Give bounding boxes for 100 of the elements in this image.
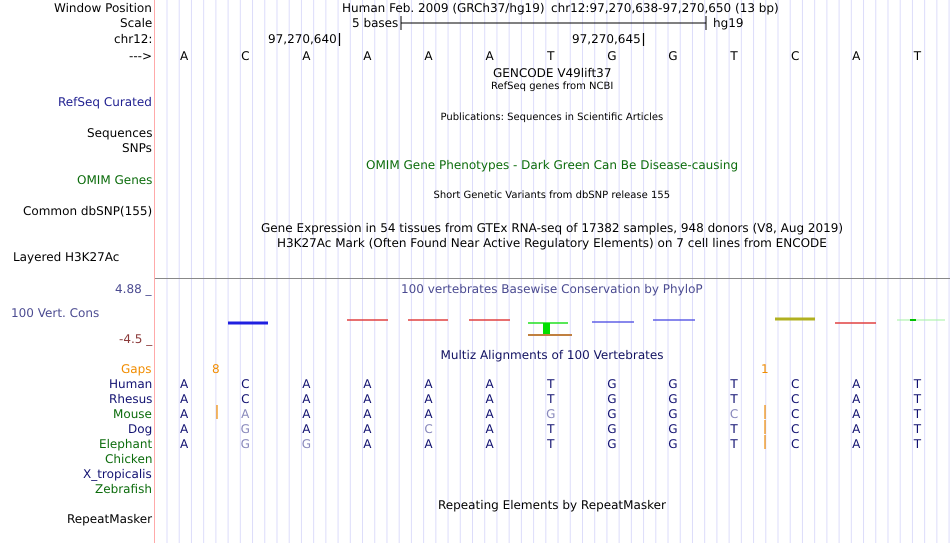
- species-label: Human: [109, 377, 152, 391]
- base-letter: T: [730, 377, 738, 391]
- base-letter: A: [363, 392, 372, 406]
- track-label: Common dbSNP(155): [23, 204, 152, 218]
- base-letter: G: [240, 437, 250, 451]
- base-letter: T: [547, 49, 554, 63]
- species-label: Rhesus: [109, 392, 152, 406]
- track-label: 100 Vert. Cons: [11, 306, 100, 320]
- base-letter: A: [302, 392, 310, 406]
- track-title: OMIM Gene Phenotypes - Dark Green Can Be Disease-causing: [366, 158, 738, 172]
- base-letter: A: [302, 422, 310, 436]
- base-letter: A: [302, 377, 310, 391]
- base-letter: A: [363, 49, 372, 63]
- base-letter: A: [363, 422, 372, 436]
- base-letter: G: [668, 49, 678, 63]
- track-label: Gaps: [121, 362, 152, 376]
- species-label: X_tropicalis: [83, 467, 152, 481]
- base-letter: A: [363, 407, 372, 421]
- base-letter: C: [791, 407, 800, 421]
- base-letter: T: [547, 422, 554, 436]
- base-letter: G: [668, 437, 678, 451]
- base-letter: G: [668, 377, 678, 391]
- track-title: Short Genetic Variants from dbSNP release 155: [434, 189, 670, 203]
- coordinate-label: 97,270,640: [268, 32, 337, 46]
- species-label: Elephant: [99, 437, 152, 451]
- base-letter: G: [240, 422, 250, 436]
- base-letter: C: [730, 407, 738, 421]
- base-letter: A: [363, 377, 372, 391]
- base-letter: A: [486, 377, 494, 391]
- track-title: RefSeq genes from NCBI: [491, 80, 614, 94]
- base-letter: T: [730, 49, 738, 63]
- base-letter: G: [607, 377, 616, 391]
- base-letter: G: [546, 407, 556, 421]
- species-label: Zebrafish: [95, 482, 152, 496]
- track-title: 100 vertebrates Basewise Conservation by PhyloP: [401, 282, 703, 296]
- base-letter: T: [914, 407, 922, 421]
- track-title: Publications: Sequences in Scientific Articles: [440, 111, 664, 125]
- base-letter: A: [424, 49, 433, 63]
- base-letter: T: [547, 392, 554, 406]
- assembly-text: hg19: [713, 16, 744, 30]
- base-letter: A: [180, 377, 188, 391]
- base-letter: A: [486, 437, 494, 451]
- species-label: Mouse: [113, 407, 152, 421]
- base-letter: T: [547, 377, 554, 391]
- row-label: Window Position: [54, 1, 152, 15]
- base-letter: A: [180, 422, 188, 436]
- base-letter: C: [241, 49, 250, 63]
- base-letter: C: [424, 422, 433, 436]
- base-letter: C: [241, 392, 250, 406]
- scale-text: 5 bases: [352, 16, 398, 30]
- base-letter: A: [180, 392, 188, 406]
- gap-count: 1: [761, 362, 769, 376]
- track-title: Multiz Alignments of 100 Vertebrates: [440, 348, 664, 362]
- base-letter: G: [668, 422, 678, 436]
- axis-label: 4.88 _: [115, 282, 152, 296]
- row-label: Scale: [120, 16, 152, 30]
- base-letter: A: [241, 407, 250, 421]
- base-letter: A: [486, 49, 494, 63]
- base-letter: G: [668, 407, 678, 421]
- base-letter: G: [607, 422, 616, 436]
- track-title: Gene Expression in 54 tissues from GTEx RNA-seq of 17382 samples, 948 donors (V8, Aug 2019): [261, 221, 844, 235]
- base-letter: A: [852, 377, 860, 391]
- base-letter: A: [424, 437, 433, 451]
- base-letter: A: [486, 407, 494, 421]
- base-letter: A: [852, 437, 860, 451]
- base-letter: C: [241, 377, 250, 391]
- base-letter: T: [914, 437, 922, 451]
- base-letter: A: [180, 49, 188, 63]
- base-letter: T: [914, 392, 922, 406]
- track-label: Layered H3K27Ac: [13, 250, 120, 264]
- base-letter: G: [607, 437, 616, 451]
- track-label: OMIM Genes: [77, 173, 152, 187]
- track-label: RepeatMasker: [67, 512, 152, 526]
- base-letter: A: [363, 437, 372, 451]
- species-label: Chicken: [105, 452, 152, 466]
- base-letter: G: [607, 407, 616, 421]
- base-letter: G: [302, 437, 311, 451]
- track-label: Sequences: [87, 126, 152, 140]
- base-letter: T: [914, 422, 922, 436]
- base-letter: A: [852, 422, 860, 436]
- base-letter: T: [914, 49, 922, 63]
- base-letter: A: [424, 377, 433, 391]
- base-letter: C: [791, 437, 800, 451]
- base-letter: A: [486, 422, 494, 436]
- axis-label: -4.5 _: [119, 332, 152, 346]
- base-letter: A: [852, 407, 860, 421]
- base-letter: A: [180, 407, 188, 421]
- base-letter: C: [791, 392, 800, 406]
- base-letter: A: [852, 49, 860, 63]
- base-letter: C: [791, 49, 800, 63]
- coordinate-label: 97,270,645: [572, 32, 641, 46]
- base-letter: G: [607, 49, 616, 63]
- track-title: Repeating Elements by RepeatMasker: [438, 498, 666, 512]
- base-letter: C: [791, 422, 800, 436]
- base-letter: G: [607, 392, 616, 406]
- base-letter: G: [668, 392, 678, 406]
- base-letter: A: [424, 392, 433, 406]
- base-letter: T: [914, 377, 922, 391]
- track-label: SNPs: [122, 141, 152, 155]
- gap-count: 8: [212, 362, 220, 376]
